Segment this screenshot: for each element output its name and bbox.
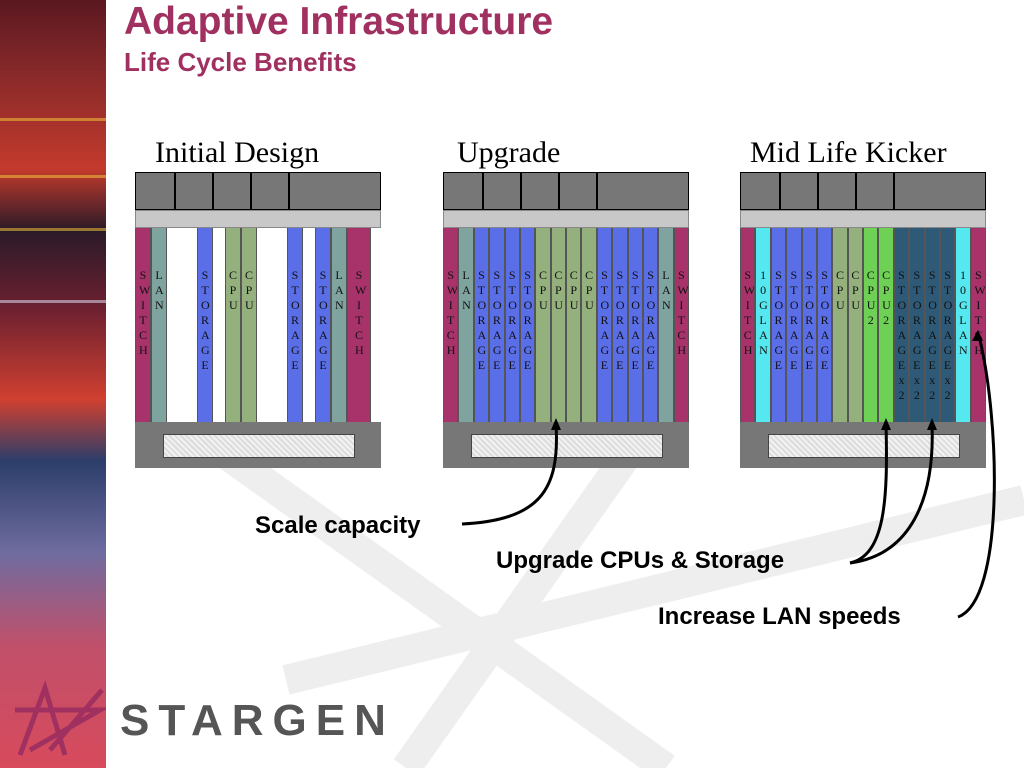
card-storage: STORAGE [627, 228, 643, 422]
card-storage: STORAGE [197, 228, 213, 422]
card-lan-10g: 10GLAN [755, 228, 771, 422]
card-storage-x2: STORAGEx2 [939, 228, 956, 422]
card-cpu2: CPU2 [878, 228, 894, 422]
card-storage-x2: STORAGEx2 [909, 228, 925, 422]
card-storage: STORAGE [612, 228, 628, 422]
card-cpu: CPU [241, 228, 257, 422]
card-storage: STORAGE [504, 228, 520, 422]
callout-upgrade-cpus-storage: Upgrade CPUs & Storage [496, 547, 785, 574]
card-lan: LAN [331, 228, 347, 422]
rack-base [740, 422, 986, 468]
card-storage: STORAGE [473, 228, 490, 422]
card-storage-x2: STORAGEx2 [924, 228, 940, 422]
rack-base [443, 422, 689, 468]
card-cpu: CPU [550, 228, 566, 422]
rack-top-slots [443, 172, 689, 210]
card-lan-10g: 10GLAN [955, 228, 971, 422]
card-cpu: CPU [566, 228, 582, 422]
card-storage: STORAGE [786, 228, 802, 422]
stargen-logo-icon [15, 680, 106, 756]
card-lan: LAN [658, 228, 674, 422]
card-switch: SWITCH [673, 228, 689, 422]
card-lan: LAN [458, 228, 474, 422]
column-title-initial-design: Initial Design [155, 136, 320, 169]
rack-top-slots [135, 172, 381, 210]
card-switch: SWITCH [347, 228, 371, 422]
card-storage: STORAGE [642, 228, 659, 422]
slide-title: Adaptive Infrastructure [124, 0, 554, 43]
card-cpu: CPU [832, 228, 848, 422]
card-cpu: CPU [847, 228, 863, 422]
stargen-logo-text: STARGEN [120, 696, 395, 745]
card-storage: STORAGE [801, 228, 817, 422]
card-cpu: CPU [535, 228, 551, 422]
card-switch: SWITCH [443, 228, 459, 422]
rack-base [135, 422, 381, 468]
card-storage: STORAGE [816, 228, 833, 422]
column-title-upgrade: Upgrade [457, 136, 561, 169]
column-title-mid-life-kicker: Mid Life Kicker [750, 136, 947, 169]
card-storage: STORAGE [489, 228, 505, 422]
card-cpu2: CPU2 [863, 228, 879, 422]
card-storage: STORAGE [596, 228, 613, 422]
card-switch: SWITCH [135, 228, 151, 422]
callout-scale-capacity: Scale capacity [255, 512, 421, 539]
rack-rail [135, 210, 381, 228]
card-storage: STORAGE [519, 228, 536, 422]
card-cpu: CPU [581, 228, 597, 422]
slide-subtitle: Life Cycle Benefits [124, 47, 357, 77]
card-switch: SWITCH [740, 228, 756, 422]
rack-rail [740, 210, 986, 228]
rack-top-slots [740, 172, 986, 210]
card-storage-x2: STORAGEx2 [893, 228, 910, 422]
card-storage: STORAGE [287, 228, 303, 422]
decorative-photo-band [0, 0, 106, 768]
card-storage: STORAGE [770, 228, 787, 422]
card-lan: LAN [151, 228, 167, 422]
card-storage: STORAGE [315, 228, 331, 422]
callout-increase-lan-speeds: Increase LAN speeds [658, 603, 901, 630]
rack-rail [443, 210, 689, 228]
card-cpu: CPU [225, 228, 241, 422]
